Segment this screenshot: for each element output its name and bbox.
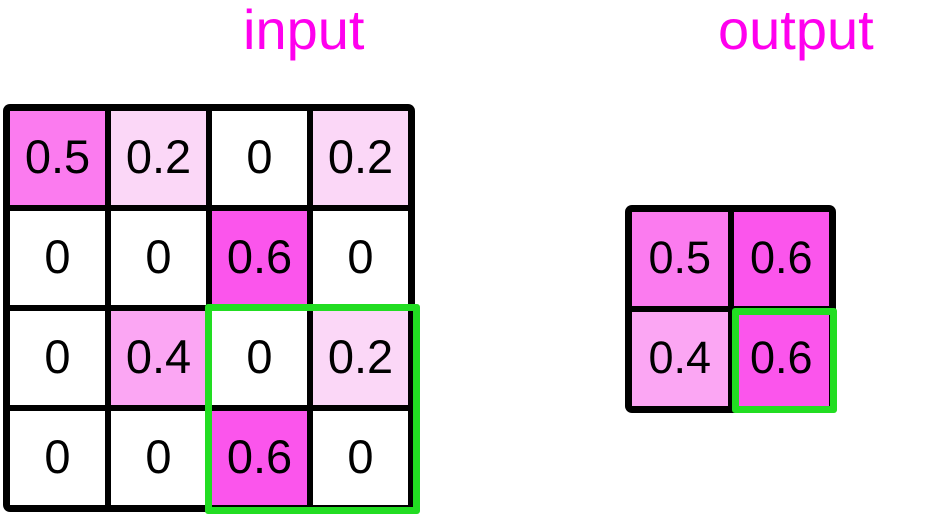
input-cell-r1c3: 0 xyxy=(212,111,307,205)
input-cell-value: 0.2 xyxy=(327,129,394,183)
input-cell-value: 0 xyxy=(246,329,273,383)
input-cell-value: 0 xyxy=(347,429,374,483)
input-cell-r3c3: 0 xyxy=(212,311,307,405)
output-cell-value: 0.6 xyxy=(749,231,813,283)
input-cell-r3c4: 0.2 xyxy=(313,311,408,405)
input-cell-r3c2: 0.4 xyxy=(111,311,206,405)
input-cell-r4c1: 0 xyxy=(10,411,105,505)
input-cell-r2c3: 0.6 xyxy=(212,211,307,305)
input-cell-r1c4: 0.2 xyxy=(313,111,408,205)
input-cell-value: 0 xyxy=(347,229,374,283)
input-cell-value: 0 xyxy=(145,429,172,483)
output-cell-value: 0.4 xyxy=(648,331,712,383)
input-matrix: 0.5 0.2 0 0.2 0 0 0.6 0 0 0.4 0 0.2 0 0 … xyxy=(3,104,415,512)
input-cell-r1c1: 0.5 xyxy=(10,111,105,205)
input-cell-value: 0.6 xyxy=(226,229,293,283)
input-cell-r2c2: 0 xyxy=(111,211,206,305)
input-cell-r3c1: 0 xyxy=(10,311,105,405)
input-cell-value: 0 xyxy=(246,129,273,183)
input-cell-value: 0 xyxy=(44,229,71,283)
input-panel-label: input xyxy=(243,0,365,61)
output-cell-r1c1: 0.5 xyxy=(632,212,728,306)
input-cell-value: 0 xyxy=(44,429,71,483)
output-cell-value: 0.5 xyxy=(648,231,712,283)
output-cell-r1c2: 0.6 xyxy=(733,212,829,306)
input-cell-r2c4: 0 xyxy=(313,211,408,305)
input-cell-value: 0.4 xyxy=(125,329,192,383)
input-cell-value: 0.2 xyxy=(125,129,192,183)
input-cell-r4c4: 0 xyxy=(313,411,408,505)
input-cell-r1c2: 0.2 xyxy=(111,111,206,205)
output-cell-value: 0.6 xyxy=(749,331,813,383)
input-cell-value: 0.6 xyxy=(226,429,293,483)
input-cell-value: 0.5 xyxy=(24,129,91,183)
output-cell-r2c2: 0.6 xyxy=(733,312,829,406)
input-cell-r4c3: 0.6 xyxy=(212,411,307,505)
input-cell-value: 0 xyxy=(44,329,71,383)
output-cell-r2c1: 0.4 xyxy=(632,312,728,406)
output-matrix: 0.5 0.6 0.4 0.6 xyxy=(625,205,836,413)
input-cell-value: 0 xyxy=(145,229,172,283)
input-cell-r4c2: 0 xyxy=(111,411,206,505)
input-cell-r2c1: 0 xyxy=(10,211,105,305)
output-panel-label: output xyxy=(718,0,874,61)
input-cell-value: 0.2 xyxy=(327,329,394,383)
